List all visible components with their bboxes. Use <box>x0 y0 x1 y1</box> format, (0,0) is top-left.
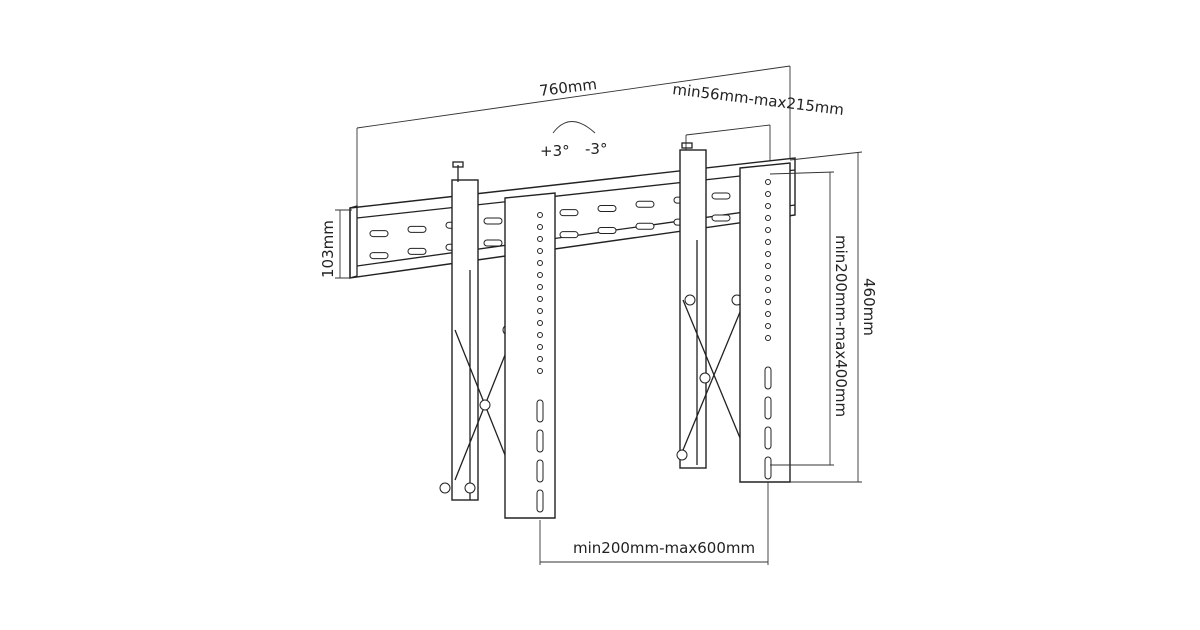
plate-hole <box>537 344 543 350</box>
plate-slot <box>536 459 544 483</box>
tilt-arc-icon <box>552 121 596 134</box>
plate-hole <box>537 236 543 242</box>
rail-slot <box>597 204 617 212</box>
plate-hole <box>765 263 771 269</box>
rail-slot <box>711 192 731 200</box>
tilt-indicator: +3° -3° <box>540 121 607 160</box>
plate-hole <box>765 215 771 221</box>
plate-slot <box>536 489 544 513</box>
plate-slot <box>536 429 544 453</box>
plate-hole <box>765 299 771 305</box>
rail-slot <box>559 209 579 217</box>
dimension-horizontal-spacing-label: min200mm-max600mm <box>573 539 755 557</box>
plate-slot <box>764 426 772 450</box>
dimension-horizontal-spacing: min200mm-max600mm <box>539 482 769 565</box>
plate-hole <box>537 284 543 290</box>
plate-hole <box>765 203 771 209</box>
dimension-vertical-spacing-label: min200mm-max400mm <box>832 235 850 417</box>
dimension-760-label: 760mm <box>538 75 598 100</box>
rail-slot <box>559 231 579 239</box>
dimension-460: 460mm <box>789 151 878 483</box>
plate-hole <box>537 212 543 218</box>
wall-rail <box>349 157 796 279</box>
dimension-vertical-spacing: min200mm-max400mm <box>769 171 850 466</box>
plate-hole <box>537 272 543 278</box>
rail-slot <box>635 200 655 208</box>
plate-hole <box>537 368 543 374</box>
plate-hole <box>537 332 543 338</box>
plate-hole <box>765 227 771 233</box>
plate-hole <box>765 179 771 185</box>
dimension-460-label: 460mm <box>860 278 878 336</box>
tilt-plus-label: +3° <box>540 142 570 160</box>
rail-slot <box>635 222 655 230</box>
rail-slot <box>407 225 427 233</box>
plate-hole <box>765 287 771 293</box>
plate-hole <box>537 260 543 266</box>
plate-hole <box>537 356 543 362</box>
left-bracket <box>439 161 556 519</box>
plate-slot <box>536 399 544 423</box>
plate-hole <box>765 239 771 245</box>
plate-hole <box>537 320 543 326</box>
plate-hole <box>765 191 771 197</box>
plate-hole <box>537 224 543 230</box>
plate-hole <box>537 296 543 302</box>
plate-slot <box>764 366 772 390</box>
rail-slot <box>369 252 389 260</box>
rail-slot <box>597 226 617 234</box>
plate-hole <box>765 251 771 257</box>
plate-slot <box>764 456 772 480</box>
dimension-103-label: 103mm <box>319 220 337 278</box>
plate-hole <box>537 308 543 314</box>
dimension-103: 103mm <box>319 209 352 279</box>
plate-hole <box>765 323 771 329</box>
dimension-arm-depth-label: min56mm-max215mm <box>672 80 845 119</box>
plate-slot <box>764 396 772 420</box>
rail-slot <box>369 230 389 238</box>
plate-hole <box>765 311 771 317</box>
rail-slot <box>407 247 427 255</box>
rail-slot <box>483 217 503 225</box>
rail-slot <box>483 239 503 247</box>
right-bracket <box>676 142 791 483</box>
tilt-minus-label: -3° <box>585 140 607 158</box>
rail-slot <box>711 214 731 222</box>
plate-hole <box>765 275 771 281</box>
plate-hole <box>537 248 543 254</box>
plate-hole <box>765 335 771 341</box>
